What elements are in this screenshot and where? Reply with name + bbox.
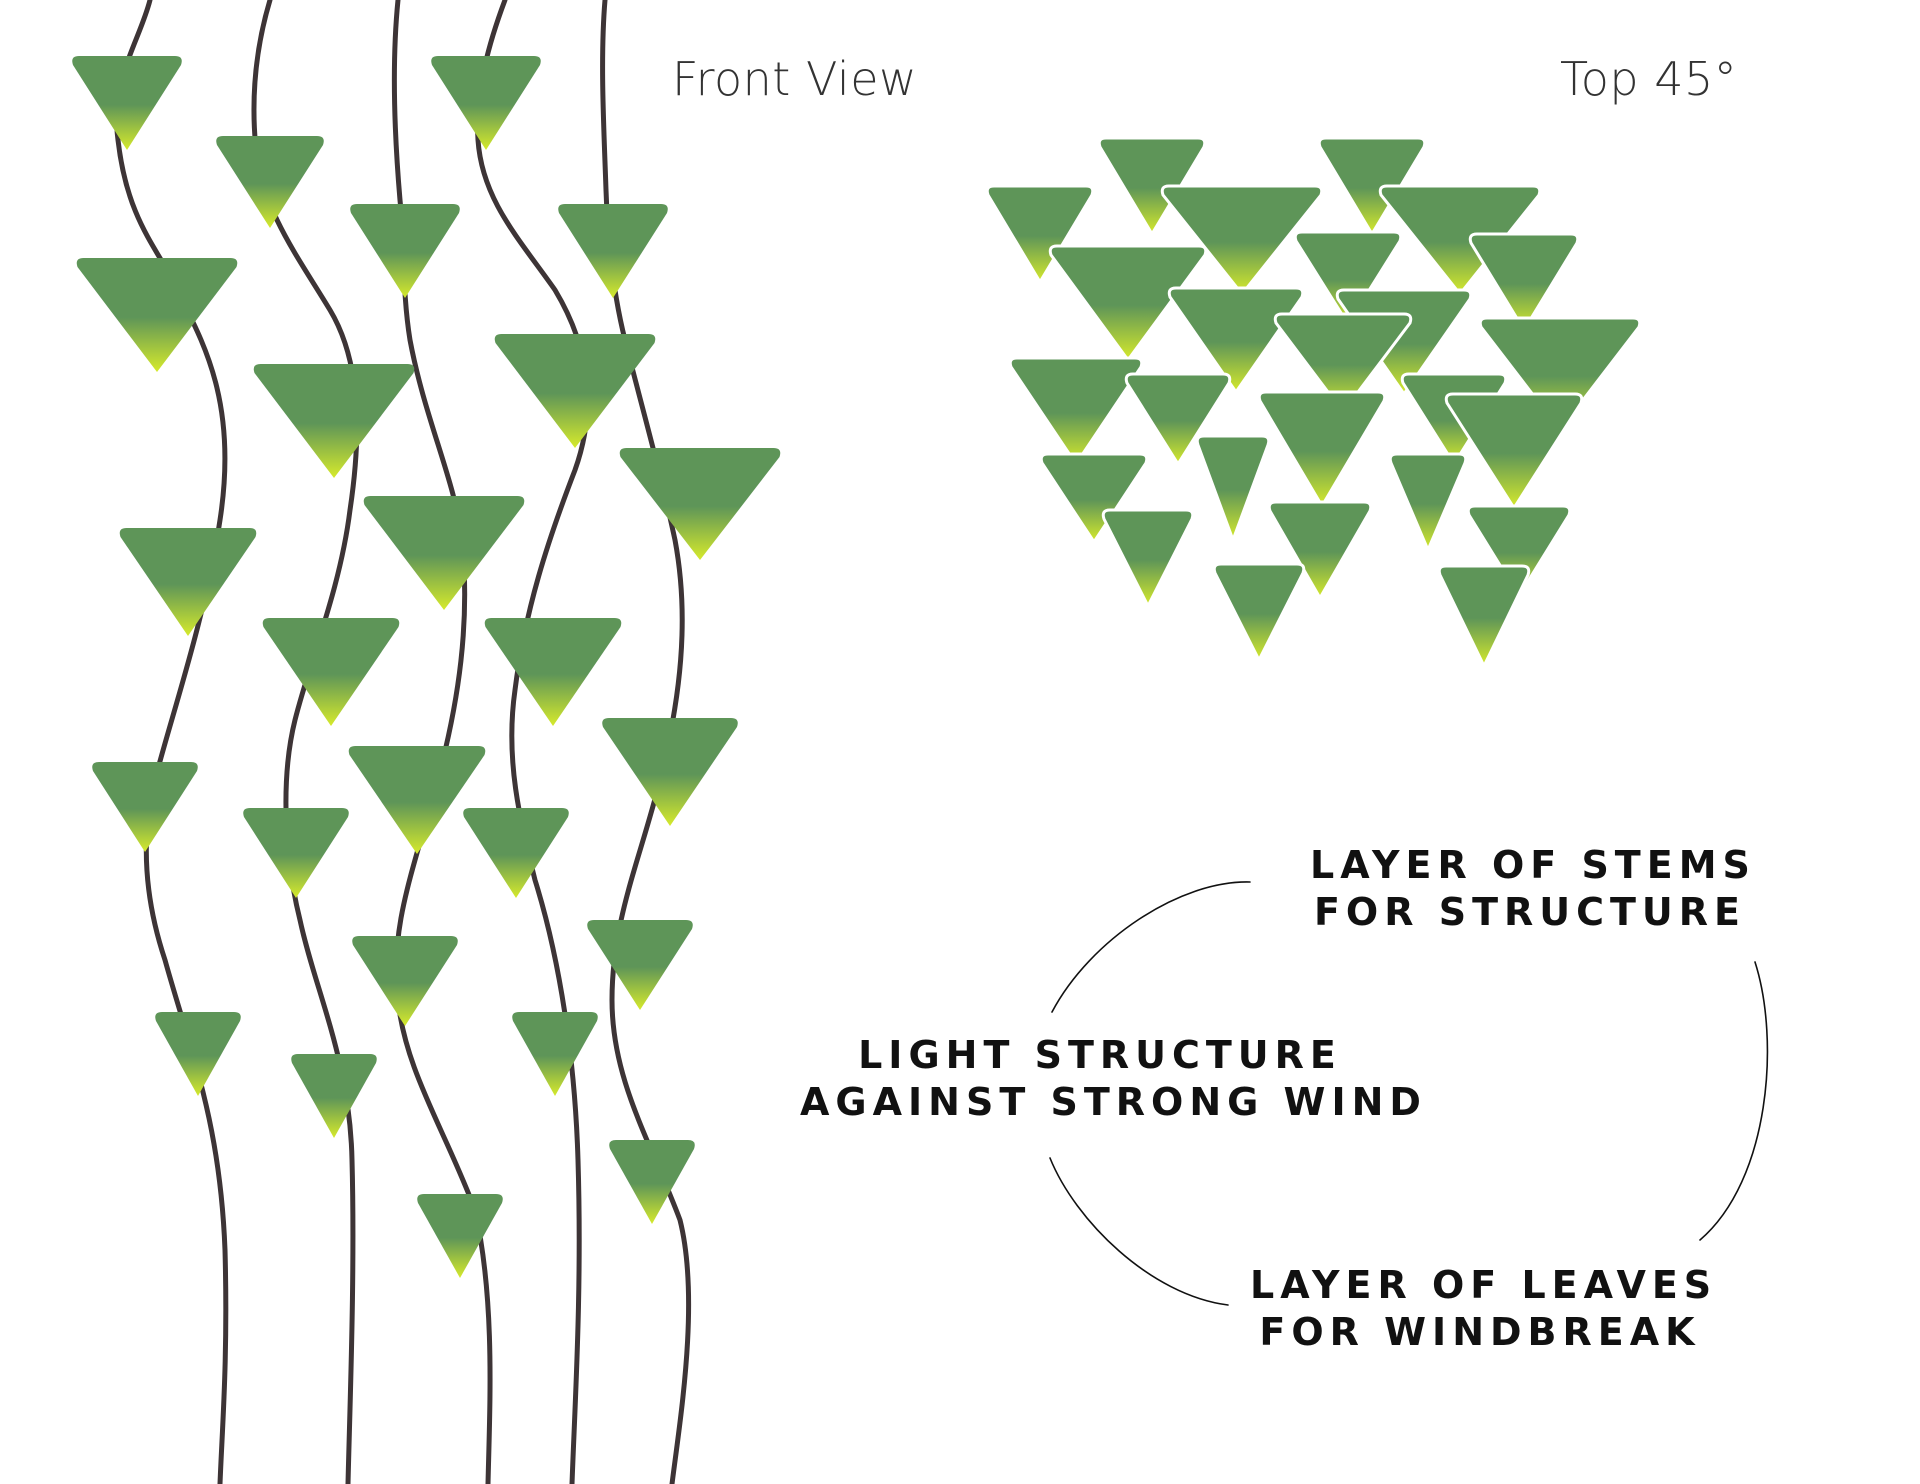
connector-arcs <box>1049 881 1769 1306</box>
front-leaf-5 <box>558 204 668 298</box>
front-leaf-11 <box>119 528 257 636</box>
front-leaf-7 <box>253 364 415 478</box>
front-leaf-12 <box>262 618 400 726</box>
front-view-label: Front View <box>672 52 918 106</box>
top-leaf-24 <box>1212 562 1306 662</box>
caption-leaves-line-1: LAYER OF LEAVES <box>1250 1263 1718 1307</box>
top-leaf-23 <box>1466 504 1572 598</box>
top-leaf-8 <box>1468 232 1580 332</box>
top-leaf-13 <box>1008 356 1144 466</box>
front-leaf-19 <box>352 936 458 1026</box>
front-leaf-16 <box>348 746 486 854</box>
caption-stems: LAYER OF STEMS FOR STRUCTURE <box>1310 842 1750 936</box>
front-leaf-25 <box>417 1194 503 1278</box>
front-leaf-21 <box>155 1012 241 1096</box>
connector-arc-1 <box>1051 881 1251 1013</box>
top-leaf-12 <box>1478 316 1642 432</box>
front-leaf-1 <box>72 56 182 150</box>
top-leaf-18 <box>1195 434 1271 542</box>
front-leaf-22 <box>291 1054 377 1138</box>
top-leaf-1 <box>985 184 1095 284</box>
top-view-label: Top 45° <box>1560 52 1738 106</box>
top-leaf-25 <box>1437 564 1531 668</box>
top-leaf-17 <box>1444 392 1584 510</box>
top-leaf-4 <box>1160 184 1324 296</box>
caption-stems-line-1: LAYER OF STEMS <box>1310 843 1756 887</box>
front-leaf-9 <box>363 496 525 610</box>
front-leaf-2 <box>431 56 541 150</box>
front-leaf-13 <box>484 618 622 726</box>
front-leaf-17 <box>243 808 349 898</box>
front-leaf-6 <box>76 258 238 372</box>
top-leaf-20 <box>1101 508 1195 608</box>
top-leaf-14 <box>1124 372 1232 466</box>
front-leaf-18 <box>463 808 569 898</box>
top-leaf-19 <box>1039 452 1149 544</box>
caption-leaves-line-2: FOR WINDBREAK <box>1259 1310 1701 1354</box>
caption-light-structure: LIGHT STRUCTURE AGAINST STRONG WIND <box>800 1032 1427 1126</box>
front-leaf-10 <box>619 448 781 560</box>
top-leaf-7 <box>1293 230 1403 326</box>
front-leaf-24 <box>609 1140 695 1224</box>
front-leaf-layer <box>72 56 781 1278</box>
front-leaf-4 <box>350 204 460 298</box>
stem-1 <box>114 0 229 1484</box>
top-leaf-11 <box>1273 312 1413 414</box>
caption-light-line-2: AGAINST STRONG WIND <box>800 1080 1427 1124</box>
front-leaf-8 <box>494 334 656 448</box>
caption-light-line-1: LIGHT STRUCTURE <box>858 1033 1342 1077</box>
top-view-leaf-cluster <box>985 136 1642 668</box>
connector-arc-3 <box>1049 1157 1229 1306</box>
top-leaf-6 <box>1048 244 1208 362</box>
caption-stems-line-2: FOR STRUCTURE <box>1313 890 1747 934</box>
front-leaf-3 <box>216 136 324 228</box>
caption-leaves: LAYER OF LEAVES FOR WINDBREAK <box>1250 1262 1718 1356</box>
top-leaf-15 <box>1257 390 1387 508</box>
front-leaf-14 <box>602 718 738 826</box>
front-leaf-20 <box>587 920 693 1010</box>
top-leaf-22 <box>1388 452 1468 552</box>
top-leaf-9 <box>1167 286 1305 394</box>
front-leaf-23 <box>512 1012 598 1096</box>
connector-arc-2 <box>1699 961 1769 1241</box>
top-leaf-21 <box>1267 500 1373 600</box>
front-leaf-15 <box>92 762 198 852</box>
